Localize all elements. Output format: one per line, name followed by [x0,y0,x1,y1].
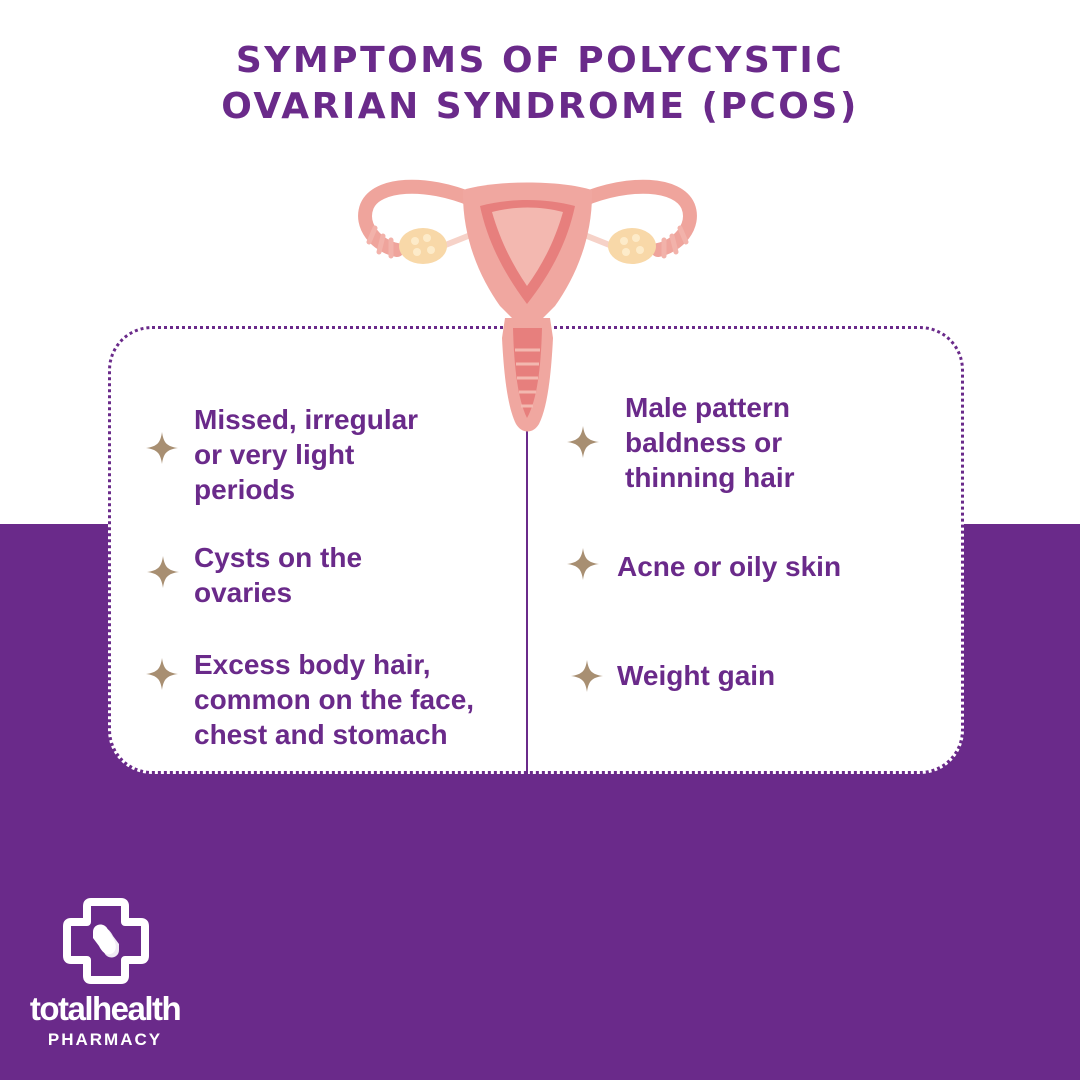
sparkle-icon [571,660,603,692]
symptom-item-ovarian-cysts: Cysts on the ovaries [194,540,362,610]
sparkle-icon [147,556,179,588]
symptom-text: Acne or oily skin [617,551,842,582]
symptom-text: Excess body hair, common on the face, ch… [194,649,475,750]
symptom-item-weight-gain: Weight gain [617,658,775,693]
sparkle-icon [567,548,599,580]
symptom-text: Male pattern baldness or thinning hair [625,392,795,493]
column-divider [526,400,528,774]
symptom-text: Missed, irregular or very light periods [194,404,419,505]
symptom-text: Weight gain [617,660,776,691]
sparkle-icon [567,426,599,458]
uterus-illustration-icon [358,179,697,432]
symptom-item-excess-hair: Excess body hair, common on the face, ch… [194,647,474,752]
brand-name: totalhealth [29,990,182,1027]
pharmacy-cross-icon [63,898,149,984]
brand-subtitle: PHARMACY [47,1030,163,1049]
symptom-item-hair-thinning: Male pattern baldness or thinning hair [625,390,795,495]
symptom-item-irregular-periods: Missed, irregular or very light periods [194,402,418,507]
symptom-text: Cysts on the ovaries [194,542,363,608]
page-title: SYMPTOMS OF POLYCYSTIC OVARIAN SYNDROME … [0,38,1080,130]
title-line-2: OVARIAN SYNDROME (PCOS) [221,86,859,127]
sparkle-icon [146,658,178,690]
symptom-item-acne: Acne or oily skin [617,549,841,584]
title-line-1: SYMPTOMS OF POLYCYSTIC [235,40,845,81]
sparkle-icon [146,432,178,464]
